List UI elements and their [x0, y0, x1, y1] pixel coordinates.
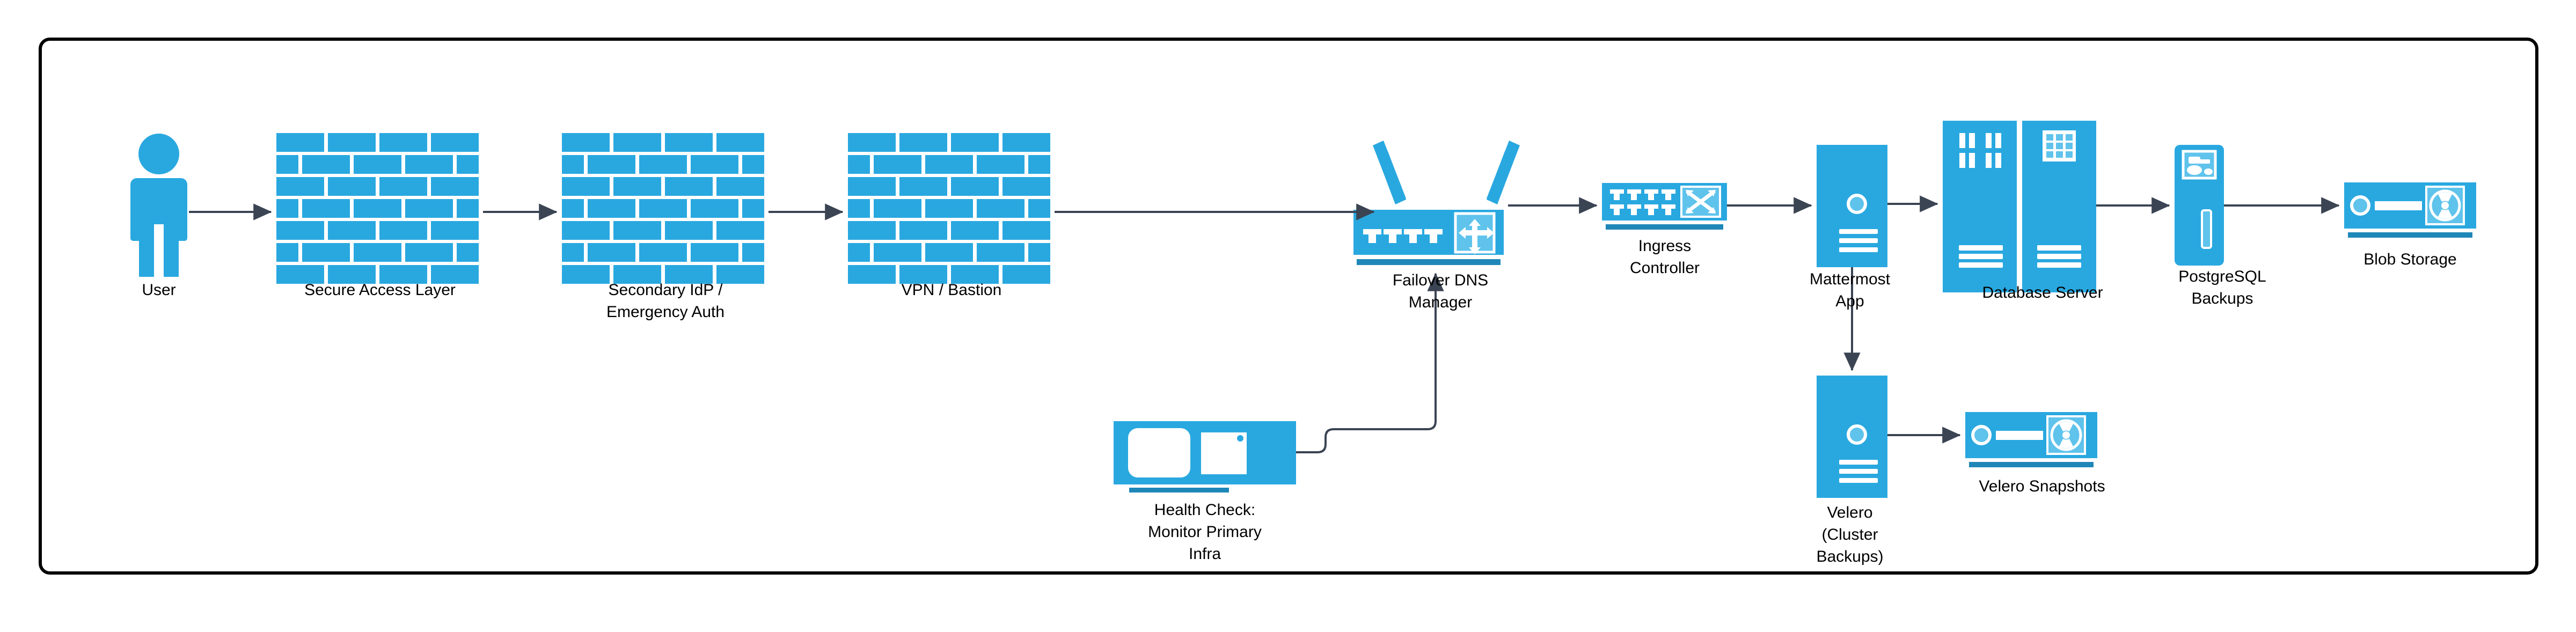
server-tower-icon — [1817, 145, 1887, 267]
storage-tower-icon — [2175, 145, 2224, 266]
edge-layer — [189, 195, 2340, 453]
wireless-router-icon — [1353, 141, 1520, 265]
server-tower-icon — [1817, 376, 1887, 498]
firewall-brick-wall-icon — [276, 133, 479, 284]
network-switch-icon — [1602, 183, 1727, 230]
firewall-brick-wall-icon — [848, 133, 1050, 284]
disk-array-icon — [2344, 182, 2476, 238]
database-dual-rack-icon — [1943, 121, 2096, 292]
edge-health-check-to-failover-dns — [1296, 273, 1444, 453]
firewall-brick-wall-icon — [562, 133, 764, 284]
user-person-icon — [130, 134, 187, 277]
disk-array-icon — [1965, 412, 2097, 467]
monitor-panel-icon — [1114, 421, 1296, 493]
boundary-frame — [39, 38, 2538, 575]
